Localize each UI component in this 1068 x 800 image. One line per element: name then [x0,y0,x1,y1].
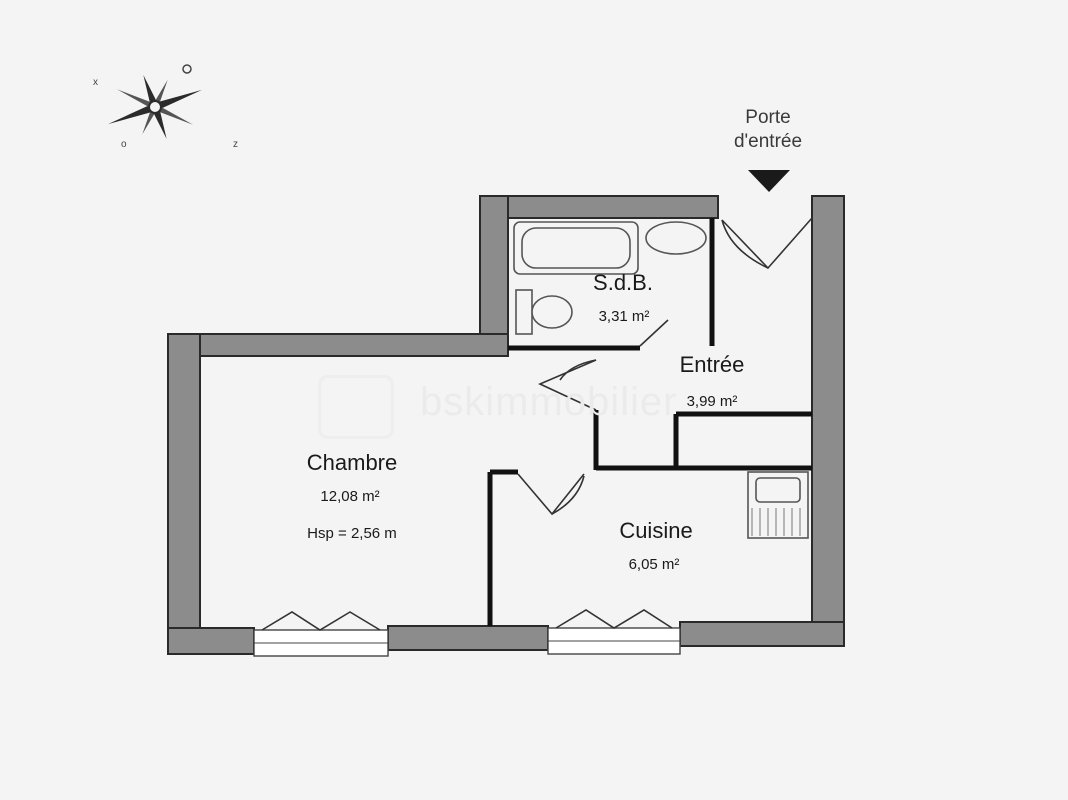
exterior-walls [167,195,845,655]
doors [517,217,813,516]
interior-partitions [487,218,812,626]
entrance-arrow-icon [748,170,790,192]
chambre-height: Hsp = 2,56 m [307,525,397,542]
watermark-logo [318,375,394,439]
entrance-label: Porte d'entrée [734,106,802,154]
chambre-name: Chambre [306,450,398,475]
compass-rose-icon: x z o [93,64,238,150]
entree-name: Entrée [679,352,745,377]
kitchen-sink [747,471,809,539]
toilet-tank [515,289,533,335]
cuisine-name: Cuisine [619,518,693,543]
svg-text:o: o [121,139,127,150]
bathroom-fixtures [513,221,707,335]
toilet-bowl [531,295,573,329]
watermark-text: bskimmobilier [420,380,678,424]
sdb-name: S.d.B. [593,270,653,295]
cuisine-area: 6,05 m² [628,556,680,573]
entrance-label-line1: Porte [745,107,791,128]
entrance-label-line2: d'entrée [733,131,803,152]
entree-area: 3,99 m² [686,393,738,410]
chambre-area: 12,08 m² [320,488,380,505]
washbasin [645,221,707,255]
windows [253,609,681,657]
svg-text:x: x [93,77,98,88]
sdb-area: 3,31 m² [598,308,650,325]
svg-text:z: z [233,139,238,150]
